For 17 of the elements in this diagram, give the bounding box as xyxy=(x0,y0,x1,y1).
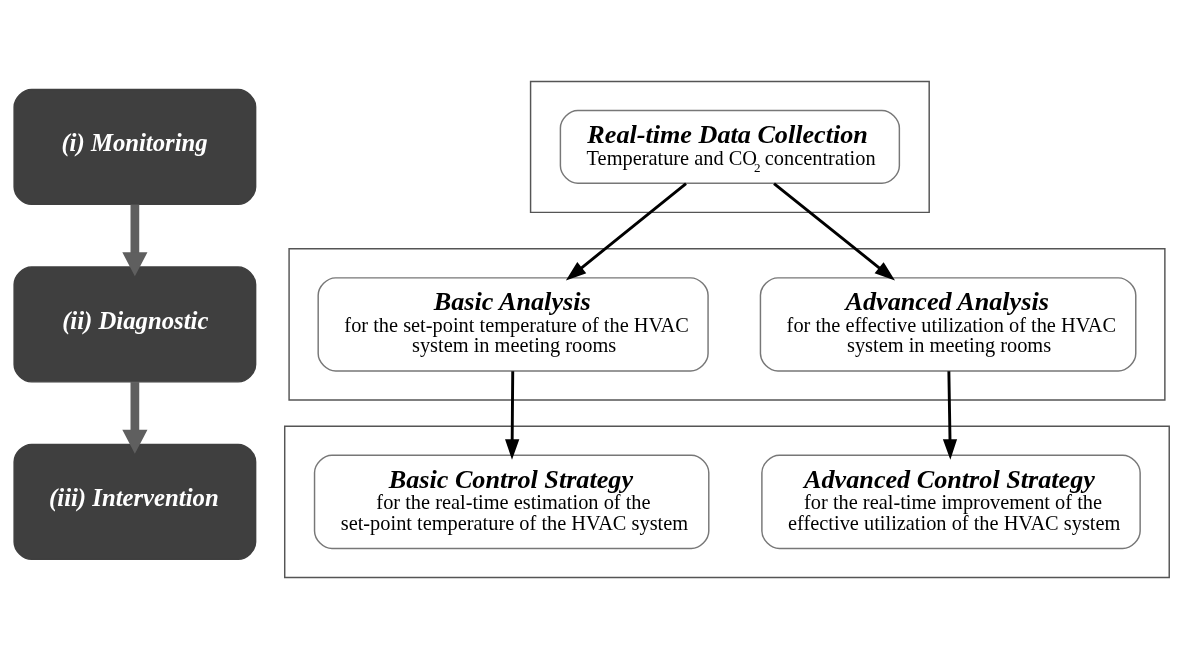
node-box: (ii) Diagnostic xyxy=(13,265,257,383)
arrow xyxy=(773,182,895,280)
cluster xyxy=(529,80,930,213)
node-box: Advanced Control Strategy for the real-time improvement of the effective utilization of the HVAC system xyxy=(761,454,1141,549)
node-box: (iii) Intervention xyxy=(13,443,257,560)
node-box: Advanced Analysis for the effective utilization of the HVAC system in meeting rooms xyxy=(759,276,1137,372)
node-box: Basic Control Strategy for the real-time estimation of the set-point temperature of the HVAC system xyxy=(313,454,710,549)
node-box: Basic Analysis for the set-point temperature of the HVAC system in meeting rooms xyxy=(317,276,709,372)
arrow xyxy=(122,381,148,454)
node-box: (i) Monitoring xyxy=(13,88,257,205)
arrow xyxy=(122,204,148,276)
cluster xyxy=(288,247,1166,401)
node-box: Real-time Data Collection Temperature and CO$_{2}$ concentration xyxy=(559,109,901,184)
arrow xyxy=(942,370,958,460)
arrow xyxy=(565,182,687,280)
arrow xyxy=(505,370,520,460)
cluster xyxy=(284,425,1170,578)
